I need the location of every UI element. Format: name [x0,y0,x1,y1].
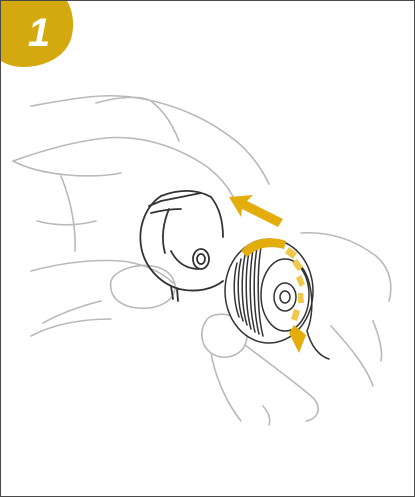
bobbin [225,239,329,359]
bobbin-case [140,191,223,301]
insert-direction-arrow [229,195,283,227]
step-badge: 1 [1,1,81,71]
step-number: 1 [19,11,59,55]
